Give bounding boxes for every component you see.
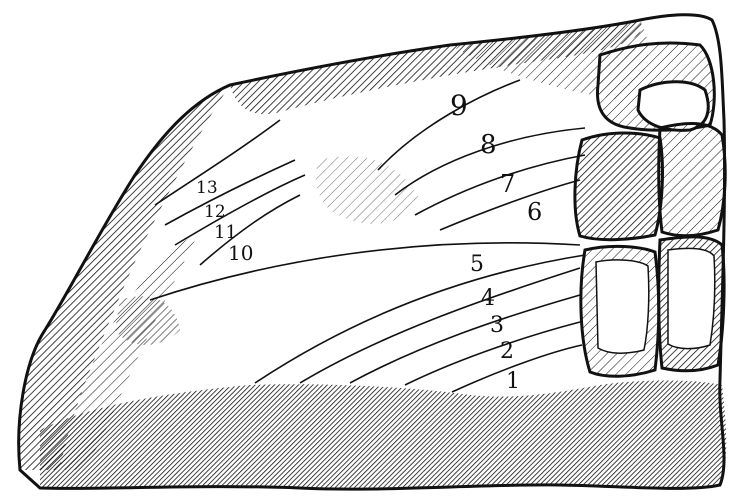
label-8: 8 (480, 130, 497, 160)
rib-lines (149, 79, 586, 393)
label-7: 7 (500, 170, 515, 198)
label-4: 4 (481, 286, 495, 311)
vertebrae-blocks (573, 41, 727, 378)
label-5: 5 (470, 252, 484, 277)
label-13: 13 (196, 178, 218, 198)
label-10: 10 (228, 241, 253, 265)
label-12: 12 (204, 202, 226, 222)
label-2: 2 (500, 339, 514, 364)
rib-number-labels: 1 2 3 4 5 6 7 8 9 10 11 12 13 (196, 89, 542, 394)
label-11: 11 (214, 222, 237, 243)
label-6: 6 (527, 198, 542, 226)
label-3: 3 (490, 313, 504, 338)
label-1: 1 (506, 369, 520, 394)
label-9: 9 (450, 89, 468, 122)
